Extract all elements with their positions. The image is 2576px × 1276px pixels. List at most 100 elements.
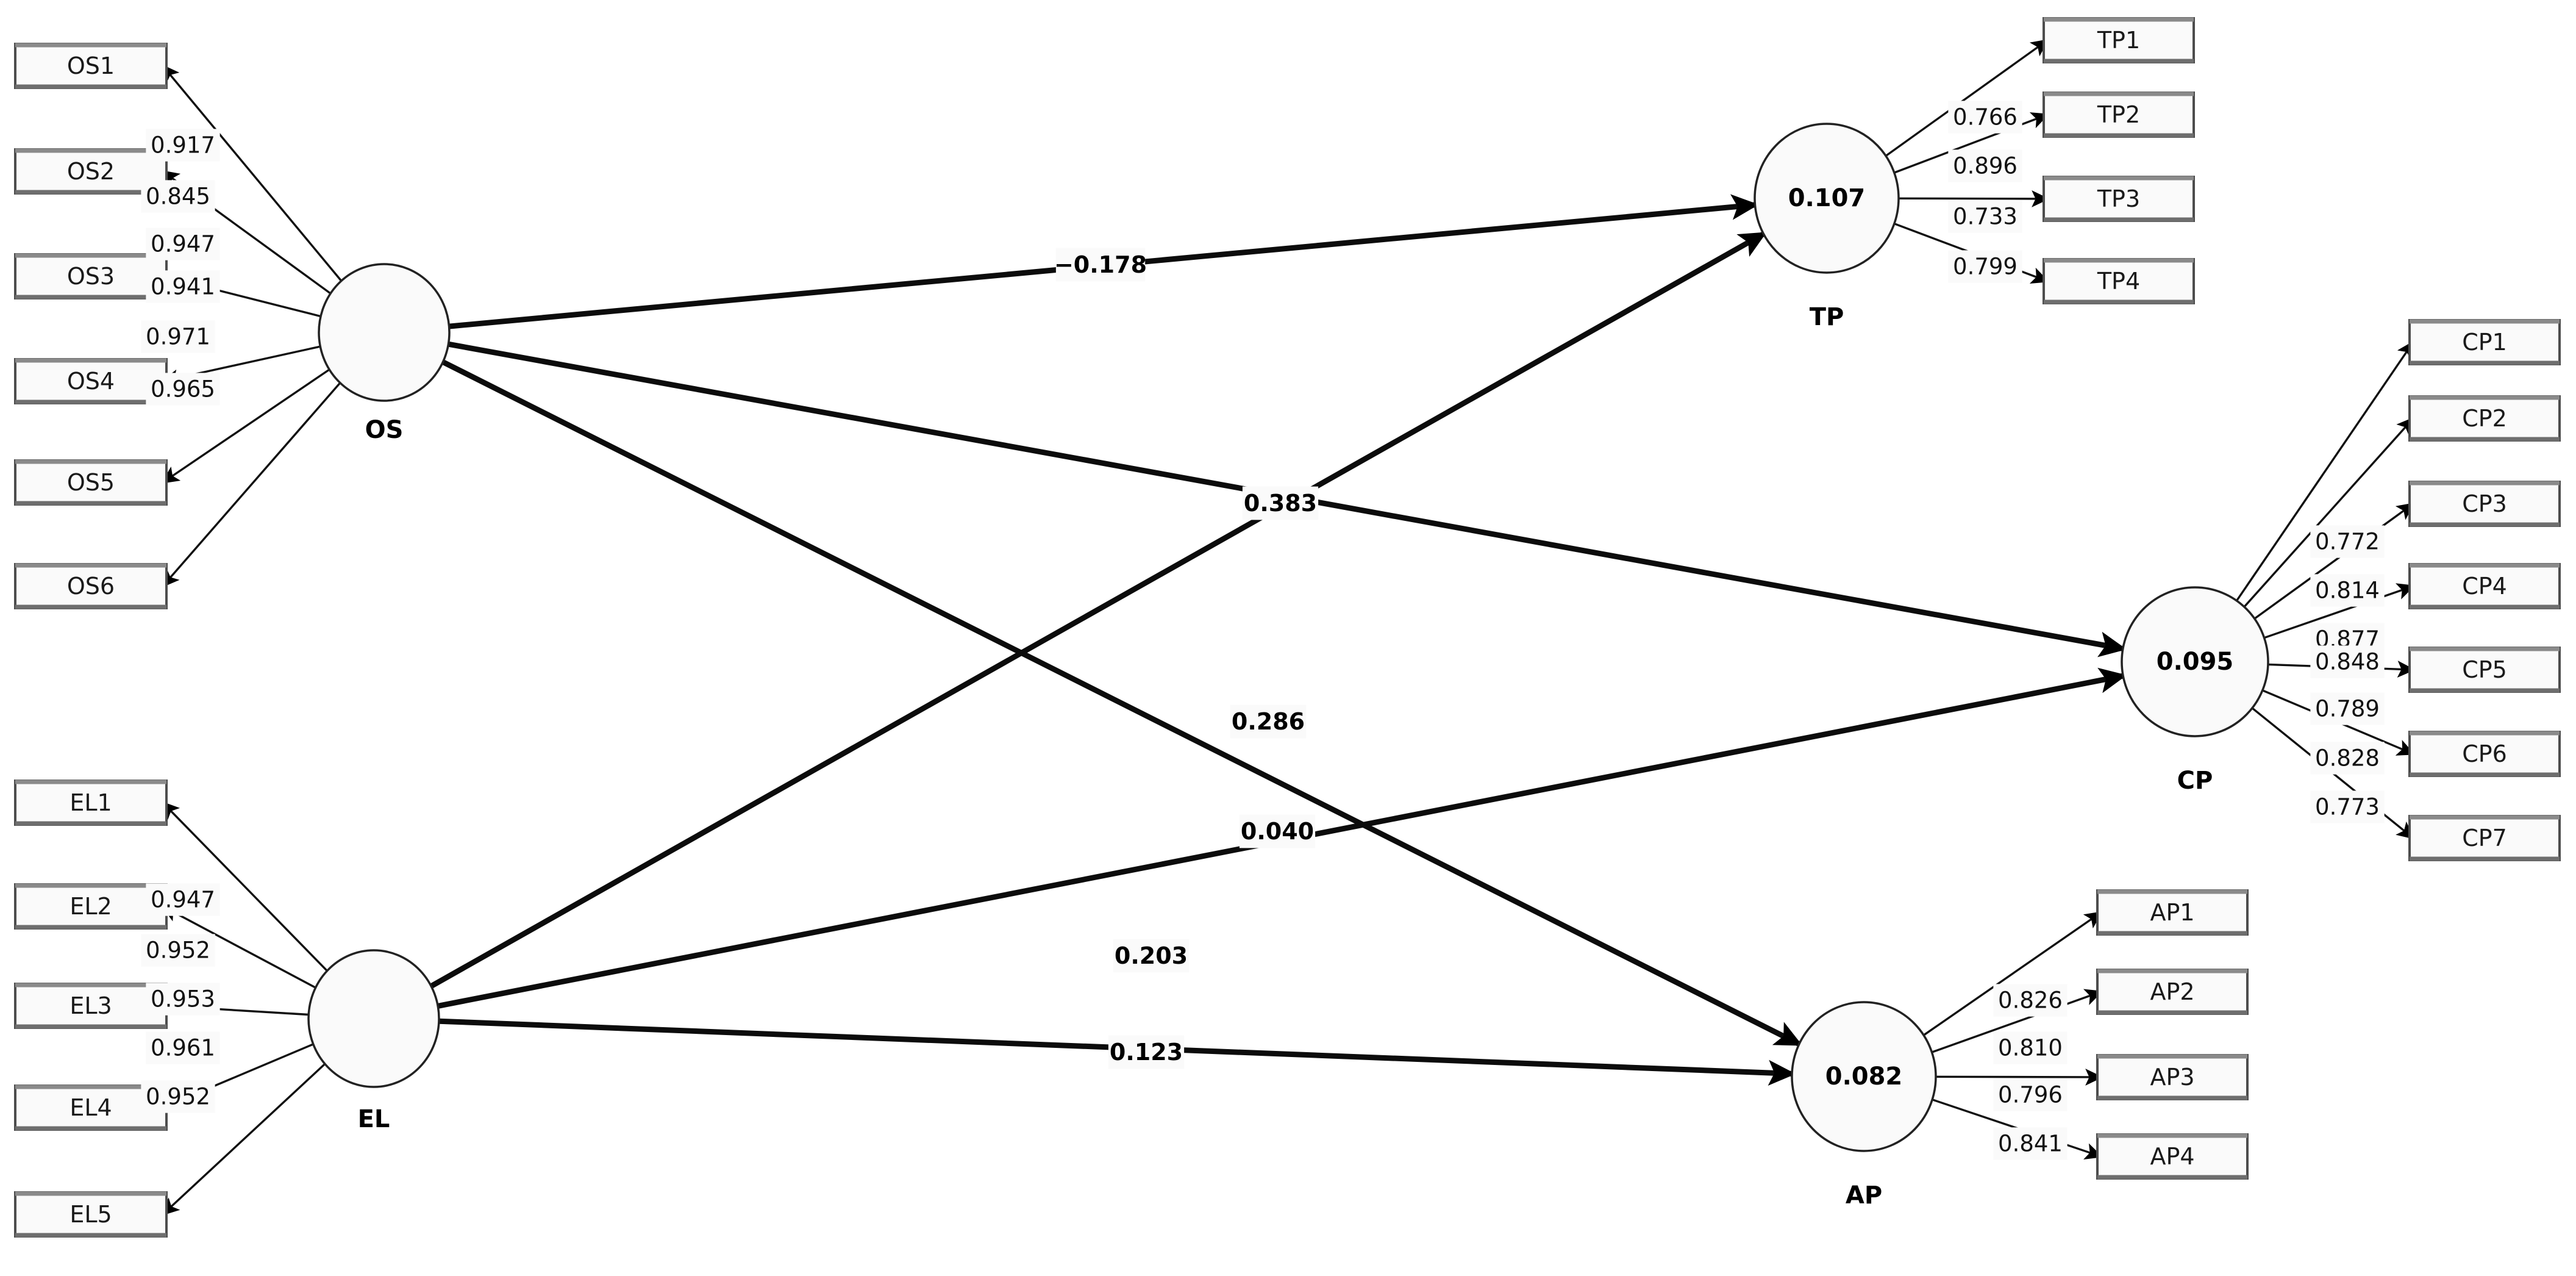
loading-label-group: 0.941: [146, 270, 220, 303]
indicator-box: AP1: [2096, 889, 2249, 936]
indicator-label-tp4: TP4: [2097, 268, 2140, 295]
loading-value-el3: 0.953: [151, 986, 215, 1013]
loading-arrow-ap1: [1923, 911, 2103, 1036]
loading-arrow-os6: [161, 382, 341, 588]
loading-label-group: 0.845: [141, 180, 215, 213]
loading-label-group: 0.953: [146, 983, 220, 1016]
loading-label-group: 0.952: [141, 934, 215, 967]
indicator-label-el4: EL4: [70, 1094, 112, 1121]
structural-path-el-tp: [429, 231, 1767, 989]
loading-label-group: 0.848: [2310, 645, 2385, 678]
loading-value-tp1: 0.766: [1953, 104, 2018, 131]
loading-label-group: 0.841: [1993, 1127, 2068, 1160]
indicator-box: TP4: [2043, 258, 2195, 304]
loading-value-cp5: 0.789: [2315, 696, 2380, 722]
loading-arrow-tp3: [1898, 190, 2050, 207]
loading-value-ap3: 0.796: [1998, 1082, 2063, 1108]
coefficient-label-group: 0.286: [1230, 704, 1307, 739]
latent-node-el: EL: [307, 949, 440, 1133]
latent-name-el: EL: [358, 1105, 390, 1133]
indicator-label-ap4: AP4: [2150, 1143, 2194, 1170]
loading-value-os3: 0.947: [151, 231, 215, 257]
indicator-box: CP3: [2408, 481, 2561, 527]
loading-label-group: 0.961: [146, 1031, 220, 1064]
loading-arrow-cp2: [2243, 417, 2415, 608]
indicator-label-os3: OS3: [67, 263, 115, 290]
loading-value-os1: 0.917: [151, 132, 215, 159]
loading-label-group: 0.826: [1993, 984, 2068, 1017]
coefficient-label-group: 0.123: [1108, 1035, 1185, 1069]
loading-value-el2: 0.952: [146, 937, 210, 964]
loading-label-group: 0.814: [2310, 574, 2385, 607]
latent-node-os: OS: [318, 263, 451, 444]
indicator-box: OS4: [14, 358, 168, 404]
latent-name-tp: TP: [1810, 303, 1844, 331]
indicator-label-el1: EL1: [70, 789, 112, 816]
loading-arrow-tp1: [1885, 39, 2049, 157]
coefficient-label-group: −0.178: [1054, 248, 1147, 282]
indicator-box: CP5: [2408, 647, 2561, 693]
loading-label-group: 0.971: [141, 320, 215, 353]
loading-arrow-el2: [160, 905, 316, 989]
coefficient-label-group: 0.203: [1113, 939, 1190, 973]
indicator-box: OS5: [14, 459, 168, 506]
loading-value-os6: 0.965: [151, 376, 215, 403]
indicator-label-os2: OS2: [67, 158, 115, 185]
indicator-label-os4: OS4: [67, 368, 115, 395]
indicator-box-layer: OS1OS2OS3OS4OS5OS6EL1EL2EL3EL4EL5TP1TP2T…: [14, 17, 2561, 1238]
indicator-box: CP6: [2408, 731, 2561, 777]
indicator-box: EL5: [14, 1191, 168, 1238]
path-coefficient-el-ap: 0.123: [1110, 1039, 1183, 1066]
loading-arrow-cp1: [2236, 340, 2414, 601]
structural-path-layer: [429, 194, 2127, 1086]
loading-label-group: 0.733: [1948, 200, 2022, 233]
indicator-box: CP7: [2408, 815, 2561, 861]
loading-label-group: 0.789: [2310, 692, 2385, 725]
indicator-box: AP2: [2096, 969, 2249, 1015]
loading-value-el1: 0.947: [151, 887, 215, 913]
latent-name-cp: CP: [2177, 767, 2213, 795]
path-coefficient-el-tp: 0.383: [1244, 490, 1317, 517]
indicator-box: TP3: [2043, 176, 2195, 222]
loading-value-cp2: 0.814: [2315, 578, 2380, 604]
loading-arrow-cp3: [2253, 503, 2415, 620]
loading-value-tp4: 0.799: [1953, 254, 2018, 280]
indicator-label-cp7: CP7: [2462, 825, 2507, 851]
indicator-label-cp3: CP3: [2462, 490, 2507, 517]
loading-label-group: 0.947: [146, 883, 220, 916]
indicator-box: CP2: [2408, 395, 2561, 442]
indicator-box: CP1: [2408, 319, 2561, 365]
indicator-box: CP4: [2408, 563, 2561, 609]
indicator-box: OS1: [14, 43, 168, 89]
indicator-box: AP3: [2096, 1054, 2249, 1100]
loading-value-cp1: 0.772: [2315, 529, 2380, 555]
loading-value-el4: 0.961: [151, 1035, 215, 1061]
loading-label-group: 0.773: [2310, 790, 2385, 823]
indicator-box: EL1: [14, 780, 168, 826]
indicator-box: EL3: [14, 983, 168, 1029]
indicator-label-cp5: CP5: [2462, 656, 2507, 683]
indicator-box: OS6: [14, 563, 168, 609]
indicator-box: TP2: [2043, 91, 2195, 138]
loading-value-ap2: 0.810: [1998, 1035, 2063, 1061]
loading-value-el5: 0.952: [146, 1084, 210, 1110]
loading-value-cp6: 0.828: [2315, 745, 2380, 772]
loading-value-os4: 0.941: [151, 274, 215, 300]
loading-label-group: 0.965: [146, 373, 220, 406]
loading-label-group: 0.772: [2310, 525, 2385, 558]
indicator-box: TP1: [2043, 17, 2195, 63]
indicator-label-el3: EL3: [70, 992, 112, 1019]
r-squared-ap: 0.082: [1825, 1063, 1903, 1091]
loading-arrow-cp4: [2264, 583, 2416, 639]
indicator-box: OS3: [14, 253, 168, 299]
latent-name-os: OS: [365, 416, 404, 444]
loading-value-ap1: 0.826: [1998, 987, 2063, 1014]
loading-label-group: 0.952: [141, 1080, 215, 1113]
indicator-label-ap1: AP1: [2150, 899, 2194, 926]
latent-name-ap: AP: [1846, 1181, 1882, 1210]
loading-label-group: 0.766: [1948, 101, 2022, 134]
indicator-label-ap3: AP3: [2150, 1064, 2194, 1091]
indicator-label-el5: EL5: [70, 1201, 112, 1228]
